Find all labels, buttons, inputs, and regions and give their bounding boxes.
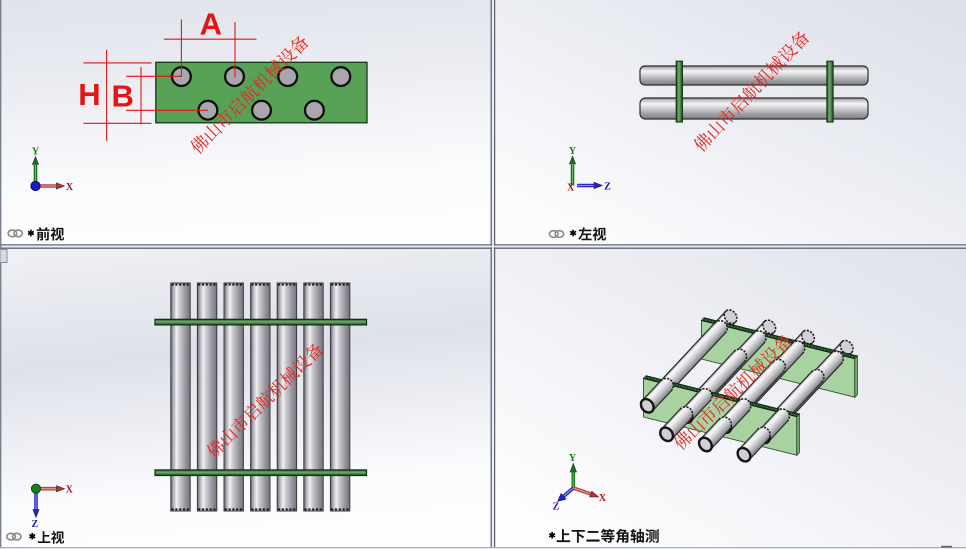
svg-text:X: X	[567, 183, 575, 194]
svg-text:H: H	[78, 77, 100, 112]
svg-text:Z: Z	[553, 502, 560, 513]
svg-text:Y: Y	[32, 147, 40, 158]
svg-text:X: X	[599, 493, 607, 504]
svg-text:Y: Y	[569, 146, 577, 157]
svg-text:X: X	[66, 182, 74, 193]
svg-text:Z: Z	[31, 519, 38, 530]
svg-text:A: A	[200, 7, 222, 42]
svg-text:X: X	[66, 485, 74, 496]
svg-text:B: B	[112, 78, 134, 113]
svg-text:Y: Y	[569, 453, 577, 464]
svg-text:Z: Z	[604, 182, 611, 193]
